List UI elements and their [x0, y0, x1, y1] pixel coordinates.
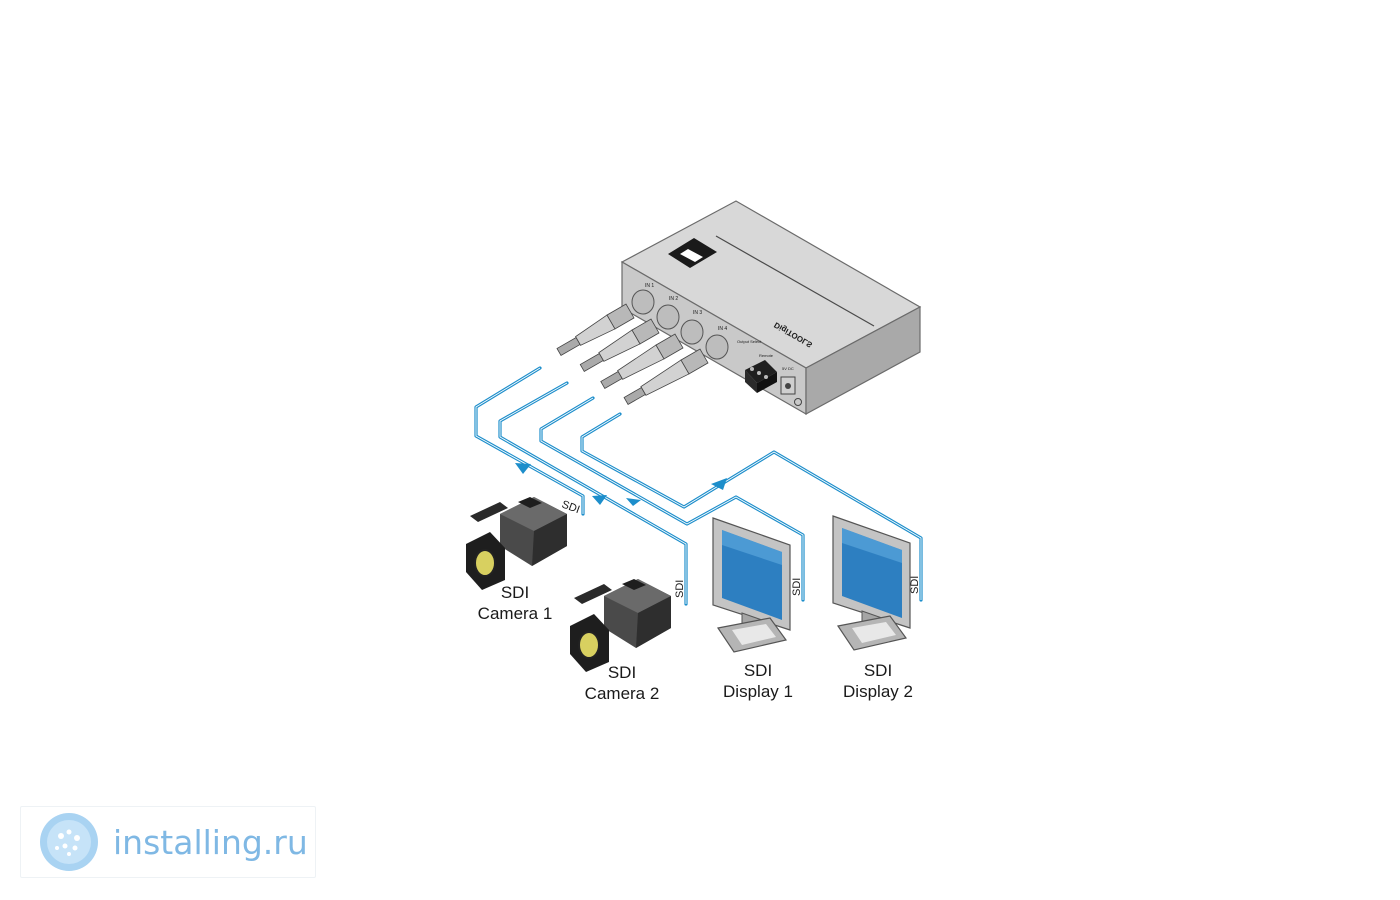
port-label-in4: IN 4 — [718, 326, 727, 332]
sdi-switcher-unit: DigiTOOLS IN 1 IN 2 IN 3 IN 4 Output Sel… — [620, 200, 922, 416]
bnc-plug-icon — [600, 333, 684, 390]
cable-camera1 — [474, 366, 585, 516]
cable-label-display1: SDI — [791, 578, 803, 596]
watermark: installing.ru — [20, 806, 316, 878]
display-2: SDI Display 2 — [832, 515, 913, 701]
cable-label-display2: SDI — [909, 576, 921, 594]
camera-2: SDI Camera 2 — [570, 579, 671, 703]
display-2-line2: Display 2 — [843, 682, 913, 701]
camera-2-line2: Camera 2 — [585, 684, 660, 703]
sdi-cables: SDI SDI SDI SDI — [474, 366, 923, 606]
monitor-icon — [832, 515, 911, 651]
kramer-logo-icon — [668, 238, 717, 268]
video-camera-icon — [570, 579, 671, 672]
remote-terminal-block-icon — [745, 360, 777, 393]
cable-label-camera1: SDI — [560, 499, 581, 517]
bnc-plugs — [556, 303, 709, 406]
dc-power-jack-icon — [780, 376, 802, 406]
bnc-socket-icon — [631, 289, 729, 360]
dc-power-label: 5V DC — [782, 366, 794, 371]
signal-arrow-icons — [515, 463, 727, 506]
cable-label-camera2: SDI — [674, 580, 686, 598]
monitor-icon — [712, 517, 791, 653]
display-1-line1: SDI — [744, 661, 772, 680]
port-label-in3: IN 3 — [693, 310, 702, 316]
camera-2-line1: SDI — [608, 663, 636, 682]
display-1-line2: Display 1 — [723, 682, 793, 701]
display-1: SDI Display 1 — [712, 517, 793, 701]
display-2-line1: SDI — [864, 661, 892, 680]
remote-label: Remote — [759, 353, 774, 358]
camera-1-line2: Camera 1 — [478, 604, 553, 623]
camera-1-line1: SDI — [501, 583, 529, 602]
output-select-label: Output Select — [737, 339, 762, 344]
camera-1: SDI Camera 1 — [466, 497, 567, 623]
video-camera-icon — [466, 497, 567, 590]
installing-logo-icon — [40, 813, 98, 871]
watermark-text: installing.ru — [113, 822, 308, 862]
port-label-in2: IN 2 — [669, 296, 678, 302]
unit-side-face — [805, 305, 921, 416]
bnc-plug-icon — [623, 348, 709, 406]
bnc-plug-icon — [556, 303, 635, 357]
bnc-plug-icon — [579, 318, 660, 373]
port-label-in1: IN 1 — [645, 283, 654, 289]
